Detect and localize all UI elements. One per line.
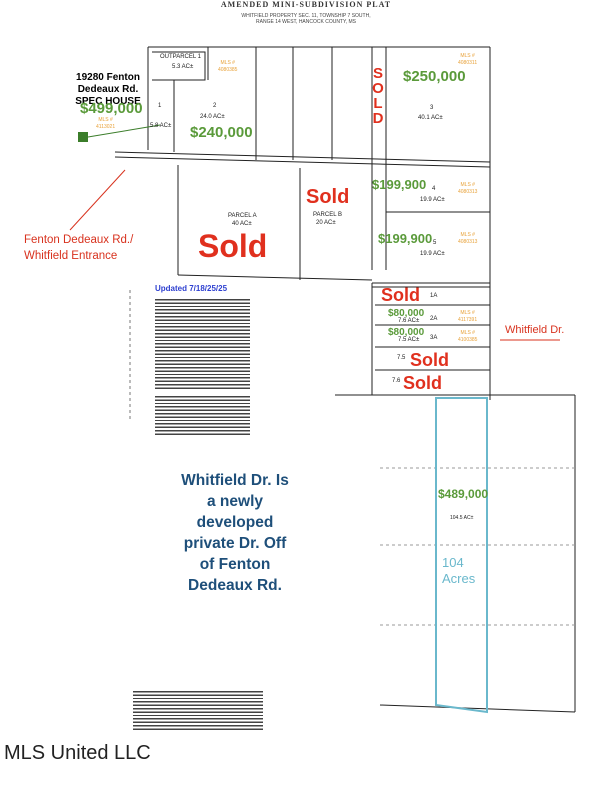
large-parcel-price: $489,000	[438, 487, 489, 501]
lot2a-acres: 7.6 AC±	[398, 318, 420, 324]
lot4a-sold: Sold	[410, 350, 449, 370]
lot5-acres: 19.9 AC±	[420, 251, 445, 257]
lot3a-acres: 7.5 AC±	[398, 337, 420, 343]
large-parcel-acres: 104.5 AC±	[450, 515, 474, 521]
plat-title: AMENDED MINI-SUBDIVISION PLAT	[220, 0, 392, 9]
spec-house-price: $499,000	[80, 100, 143, 117]
lot5a-sold: Sold	[403, 373, 442, 393]
lot5-number: 5	[433, 240, 437, 246]
lot3a-price: $80,000	[388, 327, 425, 338]
large-parcel-label: 104 Acres	[442, 555, 476, 586]
legal-description-text-2	[155, 395, 250, 435]
entrance-label: Fenton Dedeaux Rd./Whitfield Entrance	[24, 234, 134, 262]
104-acre-parcel-outline	[435, 397, 488, 714]
lot4-number: 4	[432, 186, 436, 192]
lot2a-mls: MLS #4117391	[458, 310, 478, 323]
surveyor-notes	[133, 690, 263, 730]
lot4a-acres: 7.5	[397, 355, 406, 361]
outparcel-acres: 5.3 AC±	[172, 64, 194, 70]
lot3-number: 3	[430, 105, 434, 111]
lot2-acres: 24.0 AC±	[200, 114, 225, 120]
lot3-mls: MLS #4080311	[458, 53, 478, 66]
spec-house-label: 19280 Fenton Dedeaux Rd. SPEC HOUSE	[72, 72, 144, 108]
address-line-2: Dedeaux Rd.	[77, 84, 139, 95]
parcel-a-acres: 40 AC±	[232, 221, 252, 227]
lot4-mls: MLS #4080313	[458, 182, 478, 195]
lot5-mls: MLS #4080313	[458, 232, 478, 245]
green-marker	[78, 132, 88, 142]
lot2-mls: MLS #4080385	[218, 60, 238, 73]
parcel-b-acres: 20 AC±	[316, 220, 336, 226]
lot2a-number: 2A	[430, 316, 438, 322]
lot2a-price: $80,000	[388, 308, 425, 319]
parcel-b-label: PARCEL B	[313, 212, 343, 218]
parcel-b-sold: Sold	[306, 186, 350, 208]
parcel-a-sold: Sold	[198, 228, 268, 264]
plat-subtitle-2: RANGE 14 WEST, HANCOCK COUNTY, MS	[256, 19, 356, 25]
updated-date: Updated 7/18/25/25	[155, 284, 228, 293]
lot3-price: $250,000	[403, 68, 466, 85]
spec-house-text: SPEC HOUSE	[75, 96, 141, 107]
watermark: MLS United LLC	[4, 742, 151, 764]
address-line-1: 19280 Fenton	[76, 72, 140, 83]
lot2-number: 2	[213, 103, 217, 109]
outparcel-label: OUTPARCEL 1	[160, 54, 202, 60]
lot1a-number: 1A	[430, 293, 438, 299]
lot4-acres: 19.9 AC±	[420, 197, 445, 203]
parcel-a-label: PARCEL A	[228, 213, 257, 219]
lot3a-number: 3A	[430, 335, 438, 341]
legal-description-text	[155, 298, 250, 390]
lot3-acres: 40.1 AC±	[418, 115, 443, 121]
lot1a-sold: Sold	[381, 285, 420, 305]
lot1-acres: 5.8 AC±	[150, 123, 172, 129]
lot2-price: $240,000	[190, 124, 253, 141]
lot5-price: $199,900	[378, 231, 433, 246]
spec-house-mls: MLS #4113021	[96, 117, 116, 130]
lot1-number: 1	[158, 103, 162, 109]
whitfield-dr-label: Whitfield Dr.	[505, 324, 565, 336]
lot5a-acres: 7.6	[392, 378, 401, 384]
lot4-price: $199,900	[372, 177, 427, 192]
plat-subtitle-1: WHITFIELD PROPERTY SEC. 11, TOWNSHIP 7 S…	[241, 13, 371, 19]
lot3a-mls: MLS #4100385	[458, 330, 478, 343]
